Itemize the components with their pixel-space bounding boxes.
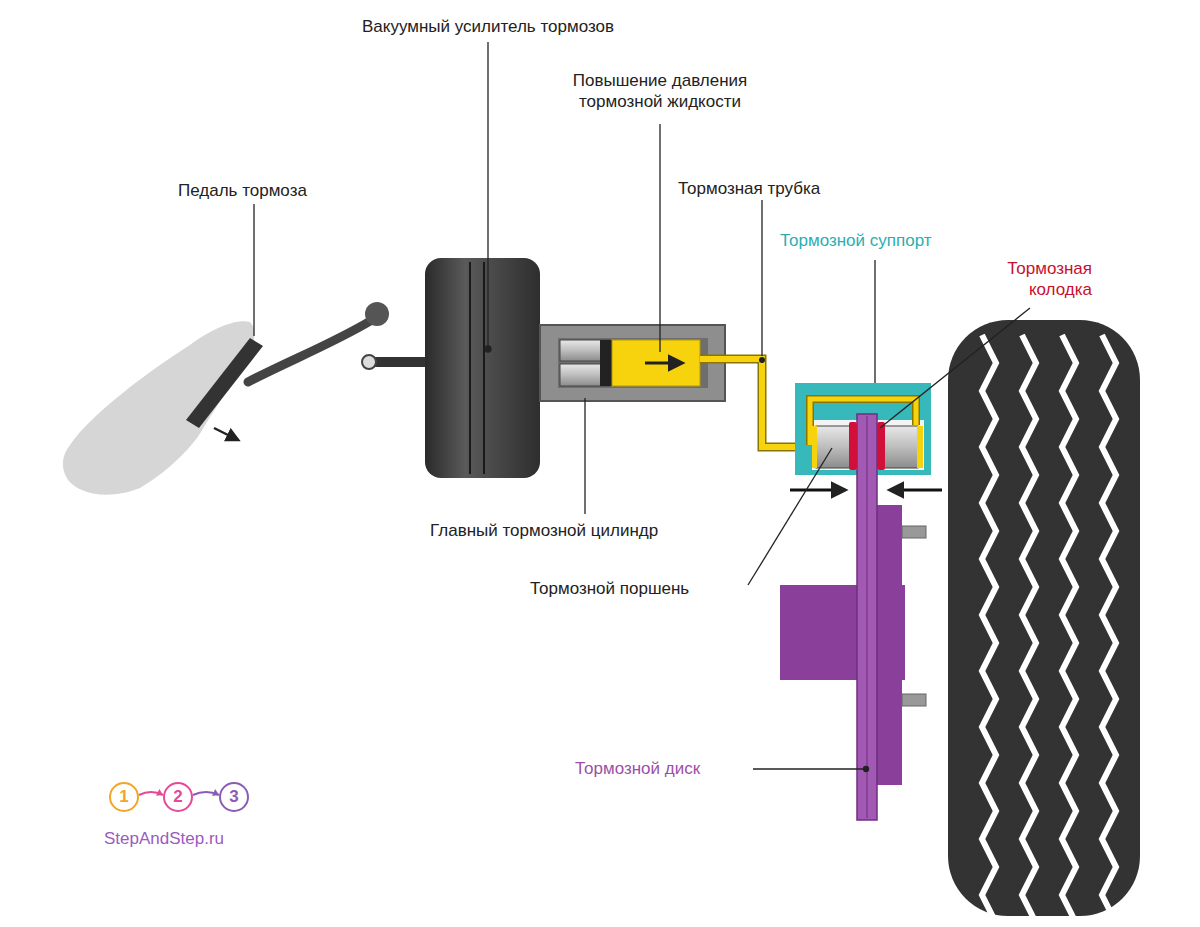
logo-number: 1	[119, 787, 128, 807]
pedal-pivot	[365, 302, 389, 326]
piston-fluid	[812, 426, 817, 468]
part-label: Повышение давления тормозной жидкости	[545, 70, 775, 112]
wheel-bolt	[902, 694, 926, 706]
brake-piston	[816, 426, 850, 468]
part-label: Тормозной суппорт	[780, 230, 932, 251]
arrow-head	[212, 789, 219, 796]
master-cylinder	[540, 325, 725, 401]
brake-pad	[877, 422, 885, 470]
logo-circle: 1	[109, 782, 139, 812]
brake-fluid	[612, 340, 700, 386]
part-label: Тормозная колодка	[962, 258, 1092, 300]
piston-rod	[600, 340, 612, 386]
pedal-lever	[248, 320, 372, 382]
brake-disc	[857, 414, 877, 820]
tire-tread	[982, 335, 1116, 923]
logo-number: 2	[173, 787, 182, 807]
foot	[63, 321, 254, 494]
tube-dot	[759, 357, 765, 363]
tread-line	[1062, 335, 1076, 923]
brake-piston	[884, 426, 918, 468]
watermark: StepAndStep.ru	[104, 828, 224, 849]
piston-fluid	[917, 426, 923, 468]
clamp-arrow	[790, 489, 845, 492]
part-label: Педаль тормоза	[178, 180, 307, 201]
arrow-head	[156, 789, 163, 796]
tread-line	[1102, 335, 1116, 923]
tread-line	[1022, 335, 1036, 923]
logo-circle: 3	[219, 782, 249, 812]
tread-line	[982, 335, 996, 923]
wheel-bolt	[902, 526, 926, 538]
brake-pad	[849, 422, 857, 470]
part-label: Главный тормозной цилиндр	[430, 520, 658, 541]
rod-pin	[362, 355, 376, 369]
part-label: Вакуумный усилитель тормозов	[362, 16, 614, 37]
part-label: Тормозная трубка	[678, 178, 820, 199]
part-label: Тормозной поршень	[530, 578, 689, 599]
disc-line	[867, 416, 868, 818]
booster-seam	[469, 262, 471, 474]
logo-number: 3	[229, 787, 238, 807]
part-label: Тормозной диск	[575, 758, 700, 779]
logo-circle: 2	[163, 782, 193, 812]
pedal-arrow	[214, 428, 238, 440]
pressure-arrow	[645, 362, 682, 365]
master-bore	[558, 338, 708, 388]
vacuum-booster	[425, 258, 540, 478]
leader-lines	[254, 42, 1030, 772]
booster-seam	[483, 262, 485, 474]
clamp-arrow	[890, 489, 942, 492]
